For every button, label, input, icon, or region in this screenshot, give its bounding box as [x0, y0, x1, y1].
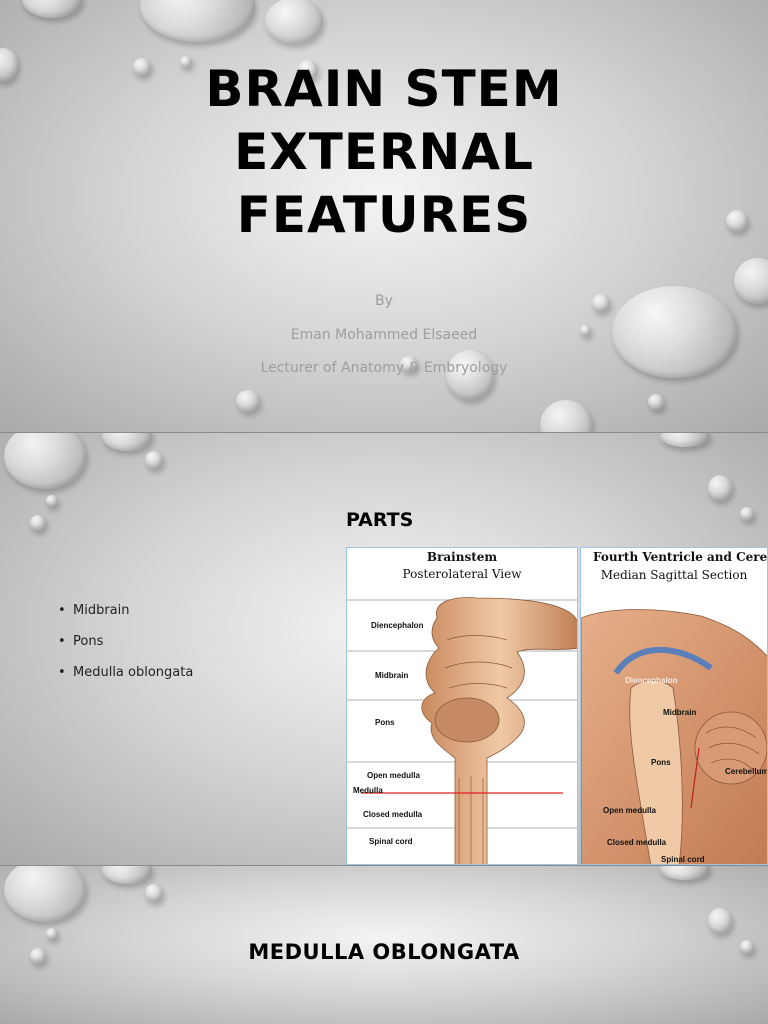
- author-name: Eman Mohammed Elsaeed: [290, 327, 478, 343]
- list-item: Midbrain: [58, 603, 193, 634]
- figure-label: Midbrain: [663, 708, 697, 717]
- water-drop: [4, 433, 86, 489]
- water-drop: [22, 0, 82, 18]
- brainstem-posterolateral-figure: Brainstem Posterolateral View Diencephal…: [346, 547, 578, 865]
- figure-label: Closed medulla: [607, 838, 667, 847]
- figure-label: Medulla: [353, 786, 383, 795]
- water-drop: [102, 433, 152, 451]
- list-item: Pons: [58, 634, 193, 665]
- water-drop: [46, 495, 58, 507]
- water-drop: [298, 60, 318, 80]
- water-drop: [648, 394, 664, 410]
- author-role: Lecturer of Anatomy & Embryology: [260, 360, 508, 376]
- fourth-ventricle-sagittal-figure: Fourth Ventricle and Cerebe Median Sagit…: [580, 547, 768, 865]
- water-drop: [30, 948, 46, 964]
- water-drop: [180, 56, 192, 68]
- figure-label: Spinal cord: [369, 837, 413, 846]
- water-drop: [446, 350, 494, 400]
- water-drop: [0, 48, 18, 82]
- figure-label: Diencephalon: [625, 676, 678, 685]
- water-drop: [145, 451, 163, 469]
- title-line: BRAIN STEM: [205, 60, 563, 118]
- title-line: FEATURES: [236, 186, 532, 244]
- figure-label: Pons: [651, 758, 671, 767]
- slide-title: PARTS: [346, 509, 414, 531]
- figure-label: Open medulla: [367, 771, 420, 780]
- figure-label: Diencephalon: [371, 621, 424, 630]
- water-drop: [708, 475, 732, 501]
- water-drop: [265, 0, 323, 44]
- figure-label: Cerebellum: [725, 767, 768, 776]
- figure-title: Fourth Ventricle and Cerebe: [593, 550, 768, 564]
- parts-list: Midbrain Pons Medulla oblongata: [58, 603, 193, 696]
- figure-subtitle: Median Sagittal Section: [600, 568, 748, 582]
- figure-label: Spinal cord: [661, 855, 705, 864]
- list-item: Medulla oblongata: [58, 665, 193, 696]
- figure-title: Brainstem: [426, 550, 498, 564]
- water-drop: [140, 0, 255, 42]
- water-drop: [236, 390, 260, 412]
- slide-title: MEDULLA OBLONGATA: [248, 940, 520, 964]
- water-drop: [708, 908, 732, 934]
- sagittal-illustration: [581, 609, 767, 864]
- water-drop: [726, 210, 748, 232]
- water-drop: [734, 258, 768, 304]
- water-drop: [30, 515, 46, 531]
- water-drop: [740, 507, 754, 521]
- parts-slide: PARTS Midbrain Pons Medulla oblongata Br…: [0, 433, 768, 865]
- brainstem-illustration: [347, 597, 577, 864]
- water-drop: [540, 400, 592, 432]
- figure-label: Midbrain: [375, 671, 409, 680]
- water-drop: [660, 433, 710, 447]
- water-drop: [580, 325, 591, 336]
- water-drop: [740, 940, 754, 954]
- title-slide: BRAIN STEM EXTERNAL FEATURES By Eman Moh…: [0, 0, 768, 432]
- medulla-slide: MEDULLA OBLONGATA: [0, 866, 768, 1024]
- figure-label: Open medulla: [603, 806, 656, 815]
- water-drop: [660, 866, 710, 880]
- figure-subtitle: Posterolateral View: [402, 567, 522, 581]
- water-drop: [400, 356, 418, 372]
- water-drop: [145, 884, 163, 902]
- water-drop: [102, 866, 152, 884]
- water-drop: [4, 866, 86, 922]
- by-label: By: [375, 293, 393, 309]
- slide-title: BRAIN STEM EXTERNAL FEATURES: [0, 58, 768, 247]
- figure-label: Pons: [375, 718, 395, 727]
- water-drop: [612, 286, 737, 378]
- water-drop: [592, 294, 610, 312]
- figure-label: Closed medulla: [363, 810, 423, 819]
- title-line: EXTERNAL: [234, 123, 534, 181]
- water-drop: [46, 928, 58, 940]
- water-drop: [133, 58, 151, 76]
